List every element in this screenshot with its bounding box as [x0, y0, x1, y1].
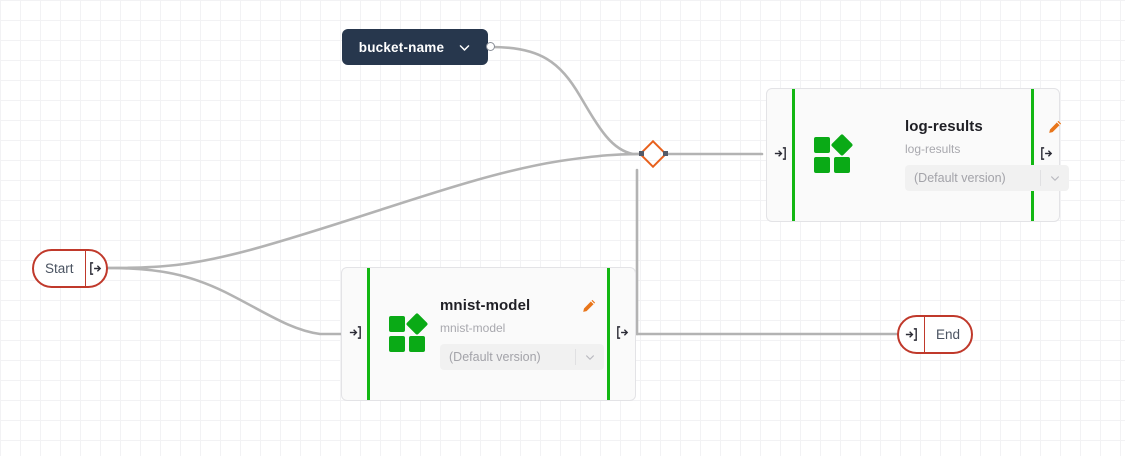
bucket-name-label: bucket-name — [358, 39, 445, 55]
log-results-version-select[interactable]: (Default version) — [905, 165, 1069, 191]
log-results-node[interactable]: log-results log-results (Default version… — [766, 88, 1069, 222]
chevron-down-icon[interactable] — [576, 351, 604, 363]
edge-start-to-mnist — [106, 266, 343, 336]
bucket-name-output-port[interactable] — [486, 42, 495, 51]
log-results-body: log-results log-results (Default version… — [813, 89, 1069, 221]
chevron-down-icon[interactable] — [458, 41, 471, 54]
component-squares-icon — [388, 312, 429, 354]
junction-handle-left[interactable] — [639, 151, 644, 156]
edge-bucket-to-junction — [490, 45, 643, 156]
junction-handle-right[interactable] — [663, 151, 668, 156]
mnist-model-title: mnist-model — [440, 297, 531, 314]
end-label: End — [935, 327, 960, 342]
mnist-model-version-label: (Default version) — [449, 350, 541, 364]
log-results-title: log-results — [905, 118, 983, 135]
mnist-model-version-select[interactable]: (Default version) — [440, 344, 604, 370]
log-results-right-accent-bar — [1031, 89, 1034, 221]
mnist-model-node[interactable]: mnist-model mnist-model (Default version… — [341, 267, 636, 401]
pencil-icon[interactable] — [1047, 119, 1063, 135]
mnist-model-subtitle: mnist-model — [440, 321, 506, 335]
edge-start-to-junction — [106, 152, 643, 270]
start-output-port[interactable] — [84, 251, 106, 286]
mnist-model-input-port[interactable] — [348, 325, 363, 343]
end-node[interactable]: End — [897, 315, 973, 354]
start-label: Start — [45, 261, 74, 276]
log-results-input-port[interactable] — [773, 146, 788, 164]
mnist-model-right-accent-bar — [607, 268, 610, 400]
end-input-port[interactable] — [899, 317, 925, 352]
mnist-model-output-port[interactable] — [615, 325, 630, 343]
mnist-model-body: mnist-model mnist-model (Default version… — [388, 268, 604, 400]
log-results-subtitle: log-results — [905, 142, 961, 156]
component-squares-icon — [813, 133, 854, 175]
divider — [1040, 170, 1041, 186]
log-results-version-label: (Default version) — [914, 171, 1006, 185]
bucket-name-node[interactable]: bucket-name — [342, 29, 488, 65]
log-results-left-accent-bar — [792, 89, 795, 221]
divider — [575, 349, 576, 365]
pencil-icon[interactable] — [581, 298, 597, 314]
chevron-down-icon[interactable] — [1041, 172, 1069, 184]
mnist-model-left-accent-bar — [367, 268, 370, 400]
start-node[interactable]: Start — [32, 249, 108, 288]
log-results-output-port[interactable] — [1039, 146, 1054, 164]
